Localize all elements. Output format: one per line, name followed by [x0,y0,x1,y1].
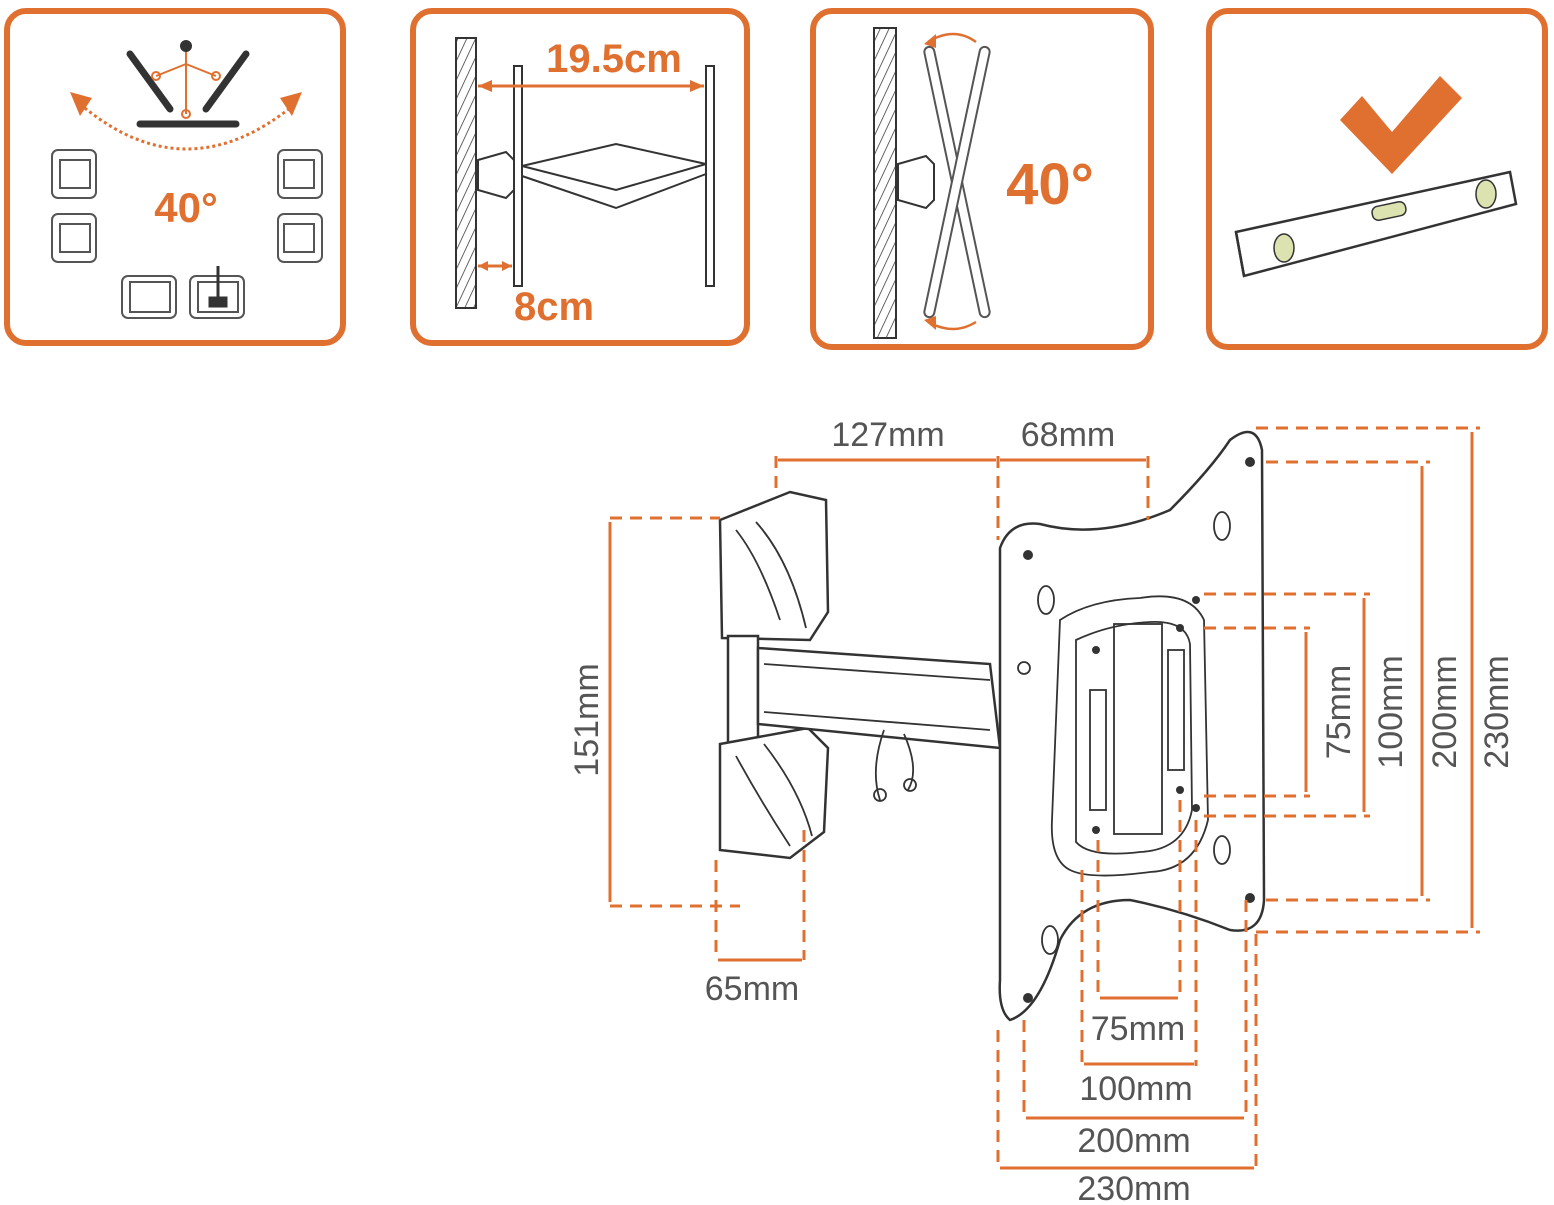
vesa-plate [998,430,1266,1022]
arm-length-label: 127mm [831,416,944,454]
vesa-v-75-label: 75mm [1320,665,1358,759]
extension-icon: 19.5cm 8cm [455,37,715,329]
vesa-h-200-label: 200mm [1077,1122,1190,1160]
checkmark-level-icon [1234,76,1518,278]
vesa-v-200-label: 200mm [1426,655,1464,768]
mount-dimension-diagram: 127mm 68mm 151mm 65mm 75mm 100mm 200mm 2… [568,416,1516,1205]
plate-depth-label: 68mm [1021,416,1115,454]
level-panel [1206,8,1548,350]
plate-w-230-label: 230mm [1077,1170,1190,1205]
dimension-lines [608,432,1474,1170]
vesa-h-75-label: 75mm [1091,1010,1185,1048]
swivel-icon: 40° [51,40,323,319]
swivel-panel: 40° [4,8,346,346]
wall-plate [718,490,830,860]
tilt-panel: 40° [810,8,1154,350]
plate-h-230-label: 230mm [1478,655,1516,768]
extension-min-label: 8cm [514,285,594,329]
vesa-h-100-label: 100mm [1079,1070,1192,1108]
tilt-icon: 40° [873,27,1094,339]
dimension-guides [610,426,1480,1170]
extension-panel: 19.5cm 8cm [410,8,750,346]
swivel-angle-label: 40° [154,184,218,231]
wall-plate-height-label: 151mm [568,663,606,776]
wall-plate-width-label: 65mm [705,970,799,1008]
dimension-drawing: 127mm 68mm 151mm 65mm 75mm 100mm 200mm 2… [0,380,1554,1205]
vesa-v-100-label: 100mm [1372,655,1410,768]
tilt-angle-label: 40° [1006,152,1094,217]
extension-max-label: 19.5cm [546,37,682,81]
